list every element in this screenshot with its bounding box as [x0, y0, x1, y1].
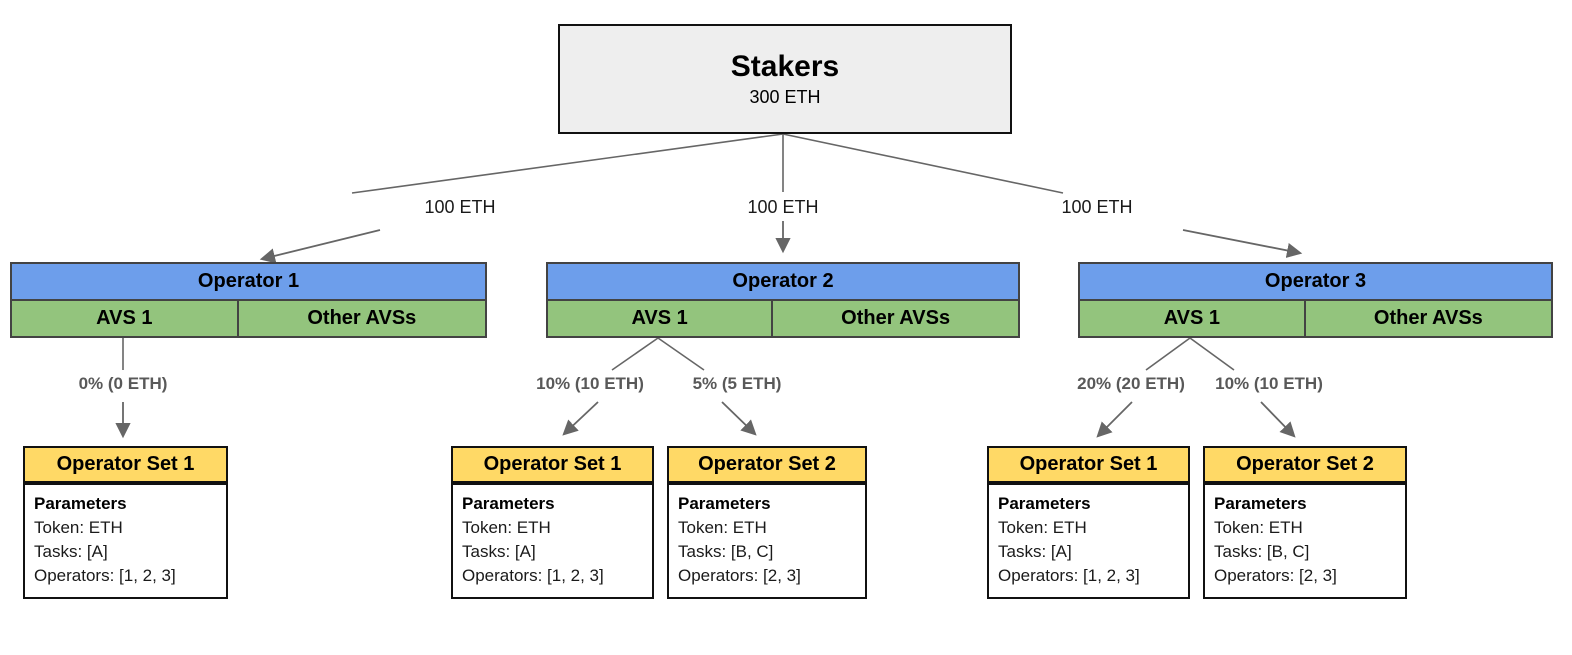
operator-set-box-op2-set1: Operator Set 1 Parameters Token: ETH Tas…	[451, 446, 654, 599]
operator-set-box-op2-set2: Operator Set 2 Parameters Token: ETH Tas…	[667, 446, 867, 599]
operator-set-box-op1-set1: Operator Set 1 Parameters Token: ETH Tas…	[23, 446, 228, 599]
operator-3-table: Operator 3 AVS 1 Other AVSs	[1078, 262, 1553, 338]
operator-set-parameters: Parameters Token: ETH Tasks: [B, C] Oper…	[667, 483, 867, 599]
tasks-line: Tasks: [B, C]	[678, 542, 774, 561]
edge-label-op1-amount: 100 ETH	[424, 197, 496, 217]
operator-set-box-op3-set2: Operator Set 2 Parameters Token: ETH Tas…	[1203, 446, 1407, 599]
operators-line: Operators: [2, 3]	[1214, 566, 1337, 585]
operator-1-header: Operator 1	[12, 264, 485, 301]
operator-2-avs1-cell: AVS 1	[548, 301, 774, 336]
operator-set-title: Operator Set 2	[667, 446, 867, 483]
operator-set-parameters: Parameters Token: ETH Tasks: [A] Operato…	[23, 483, 228, 599]
parameters-heading: Parameters	[462, 494, 555, 513]
arrow-to-op1	[259, 229, 381, 264]
operator-3-other-avs-cell: Other AVSs	[1373, 307, 1483, 329]
stakers-title: Stakers	[730, 50, 840, 84]
parameters-heading: Parameters	[1214, 494, 1307, 513]
edge-label-op2-amount: 100 ETH	[747, 197, 819, 217]
token-line: Token: ETH	[1214, 518, 1303, 537]
tasks-line: Tasks: [B, C]	[1214, 542, 1310, 561]
operator-1-avs-row: AVS 1 Other AVSs	[12, 301, 485, 336]
parameters-heading: Parameters	[998, 494, 1091, 513]
token-line: Token: ETH	[462, 518, 551, 537]
operators-line: Operators: [1, 2, 3]	[998, 566, 1140, 585]
operators-line: Operators: [1, 2, 3]	[34, 566, 176, 585]
tasks-line: Tasks: [A]	[462, 542, 536, 561]
parameters-heading: Parameters	[678, 494, 771, 513]
edge-op2-alloc1	[611, 337, 659, 371]
tasks-line: Tasks: [A]	[34, 542, 108, 561]
operator-1-other-avs-cell: Other AVSs	[307, 307, 417, 329]
operator-set-title: Operator Set 1	[987, 446, 1190, 483]
arrow-op2-set2	[721, 401, 757, 436]
arrow-op2-set1	[562, 401, 599, 436]
token-line: Token: ETH	[998, 518, 1087, 537]
arrow-op3-set1	[1096, 401, 1133, 438]
tasks-line: Tasks: [A]	[998, 542, 1072, 561]
operator-set-title: Operator Set 1	[451, 446, 654, 483]
stakers-amount: 300 ETH	[749, 86, 821, 107]
edge-op2-alloc2	[657, 337, 705, 371]
token-line: Token: ETH	[34, 518, 123, 537]
operator-1-avs1-cell: AVS 1	[12, 301, 239, 336]
operator-3-avs1-cell: AVS 1	[1080, 301, 1306, 336]
allocation-label-op1-set1: 0% (0 ETH)	[78, 374, 168, 393]
operator-set-parameters: Parameters Token: ETH Tasks: [B, C] Oper…	[1203, 483, 1407, 599]
allocation-label-op2-set2: 5% (5 ETH)	[692, 374, 782, 393]
operator-3-avs-row: AVS 1 Other AVSs	[1080, 301, 1551, 336]
operator-1-table: Operator 1 AVS 1 Other AVSs	[10, 262, 487, 338]
operator-3-header: Operator 3	[1080, 264, 1551, 301]
operator-set-title: Operator Set 1	[23, 446, 228, 483]
operator-2-table: Operator 2 AVS 1 Other AVSs	[546, 262, 1020, 338]
allocation-label-op3-set2: 10% (10 ETH)	[1215, 374, 1323, 393]
operator-2-header: Operator 2	[548, 264, 1018, 301]
edge-op3-alloc2	[1189, 337, 1235, 371]
allocation-label-op2-set1: 10% (10 ETH)	[536, 374, 644, 393]
operator-2-avs-row: AVS 1 Other AVSs	[548, 301, 1018, 336]
operator-set-parameters: Parameters Token: ETH Tasks: [A] Operato…	[987, 483, 1190, 599]
operators-line: Operators: [2, 3]	[678, 566, 801, 585]
operator-set-title: Operator Set 2	[1203, 446, 1407, 483]
operator-set-box-op3-set1: Operator Set 1 Parameters Token: ETH Tas…	[987, 446, 1190, 599]
edge-op3-alloc1	[1145, 337, 1191, 371]
operators-line: Operators: [1, 2, 3]	[462, 566, 604, 585]
parameters-heading: Parameters	[34, 494, 127, 513]
operator-set-parameters: Parameters Token: ETH Tasks: [A] Operato…	[451, 483, 654, 599]
edge-stakers-op3	[782, 133, 1064, 194]
stakers-box: Stakers 300 ETH	[558, 24, 1012, 134]
token-line: Token: ETH	[678, 518, 767, 537]
allocation-label-op3-set1: 20% (20 ETH)	[1077, 374, 1185, 393]
edge-stakers-op1	[351, 133, 784, 194]
operator-2-other-avs-cell: Other AVSs	[841, 307, 951, 329]
arrow-to-op3	[1182, 229, 1303, 258]
edge-label-op3-amount: 100 ETH	[1061, 197, 1133, 217]
arrow-op3-set2	[1260, 401, 1296, 438]
